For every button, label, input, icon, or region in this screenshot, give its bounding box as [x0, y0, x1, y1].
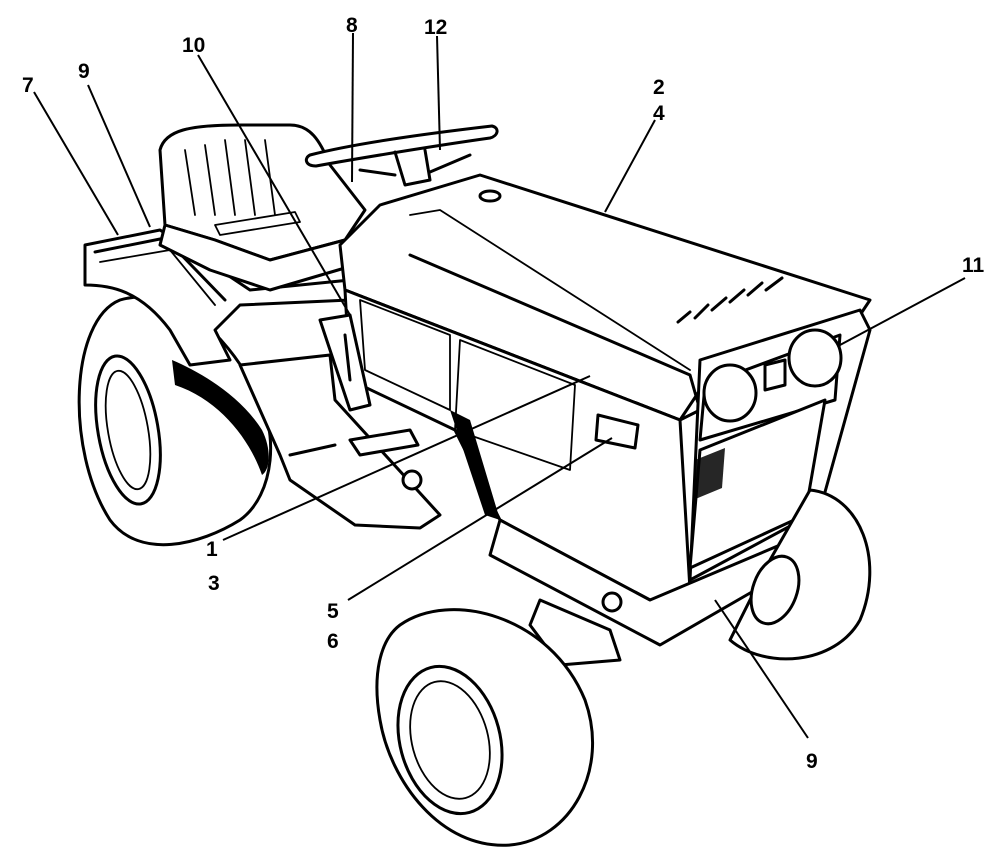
- front-bumper: [488, 518, 792, 667]
- callout-12: 12: [424, 16, 447, 39]
- leader-24: [604, 119, 656, 213]
- callout-9-bottom: 9: [806, 750, 818, 773]
- callout-5: 5: [327, 600, 339, 623]
- leader-8: [351, 32, 354, 183]
- callout-6: 6: [327, 630, 339, 653]
- leader-11: [839, 277, 966, 346]
- leader-56: [347, 437, 613, 601]
- leader-13: [222, 375, 591, 541]
- callout-8: 8: [346, 14, 358, 37]
- leader-9a: [87, 84, 151, 228]
- leader-lines: [33, 32, 966, 739]
- grille: [688, 308, 872, 582]
- callout-11: 11: [962, 254, 985, 277]
- callout-1: 1: [206, 538, 218, 561]
- callout-2: 2: [653, 76, 665, 99]
- leader-10: [197, 54, 351, 316]
- side-panel: [318, 288, 692, 602]
- steering-wheel: [304, 124, 499, 187]
- leader-7: [33, 91, 119, 236]
- callout-labels: 1 3 2 4 5 6 7 8 9 9 10 11 12: [22, 14, 985, 773]
- leader-9b: [714, 599, 809, 739]
- callout-3: 3: [208, 572, 220, 595]
- front-wheel-right: [728, 488, 872, 661]
- callout-9-top: 9: [78, 60, 90, 83]
- callout-7: 7: [22, 74, 34, 97]
- leader-12: [436, 35, 441, 151]
- front-wheel-left: [375, 608, 595, 847]
- callout-10: 10: [182, 34, 205, 57]
- callout-4: 4: [653, 102, 665, 125]
- footboard: [238, 353, 442, 530]
